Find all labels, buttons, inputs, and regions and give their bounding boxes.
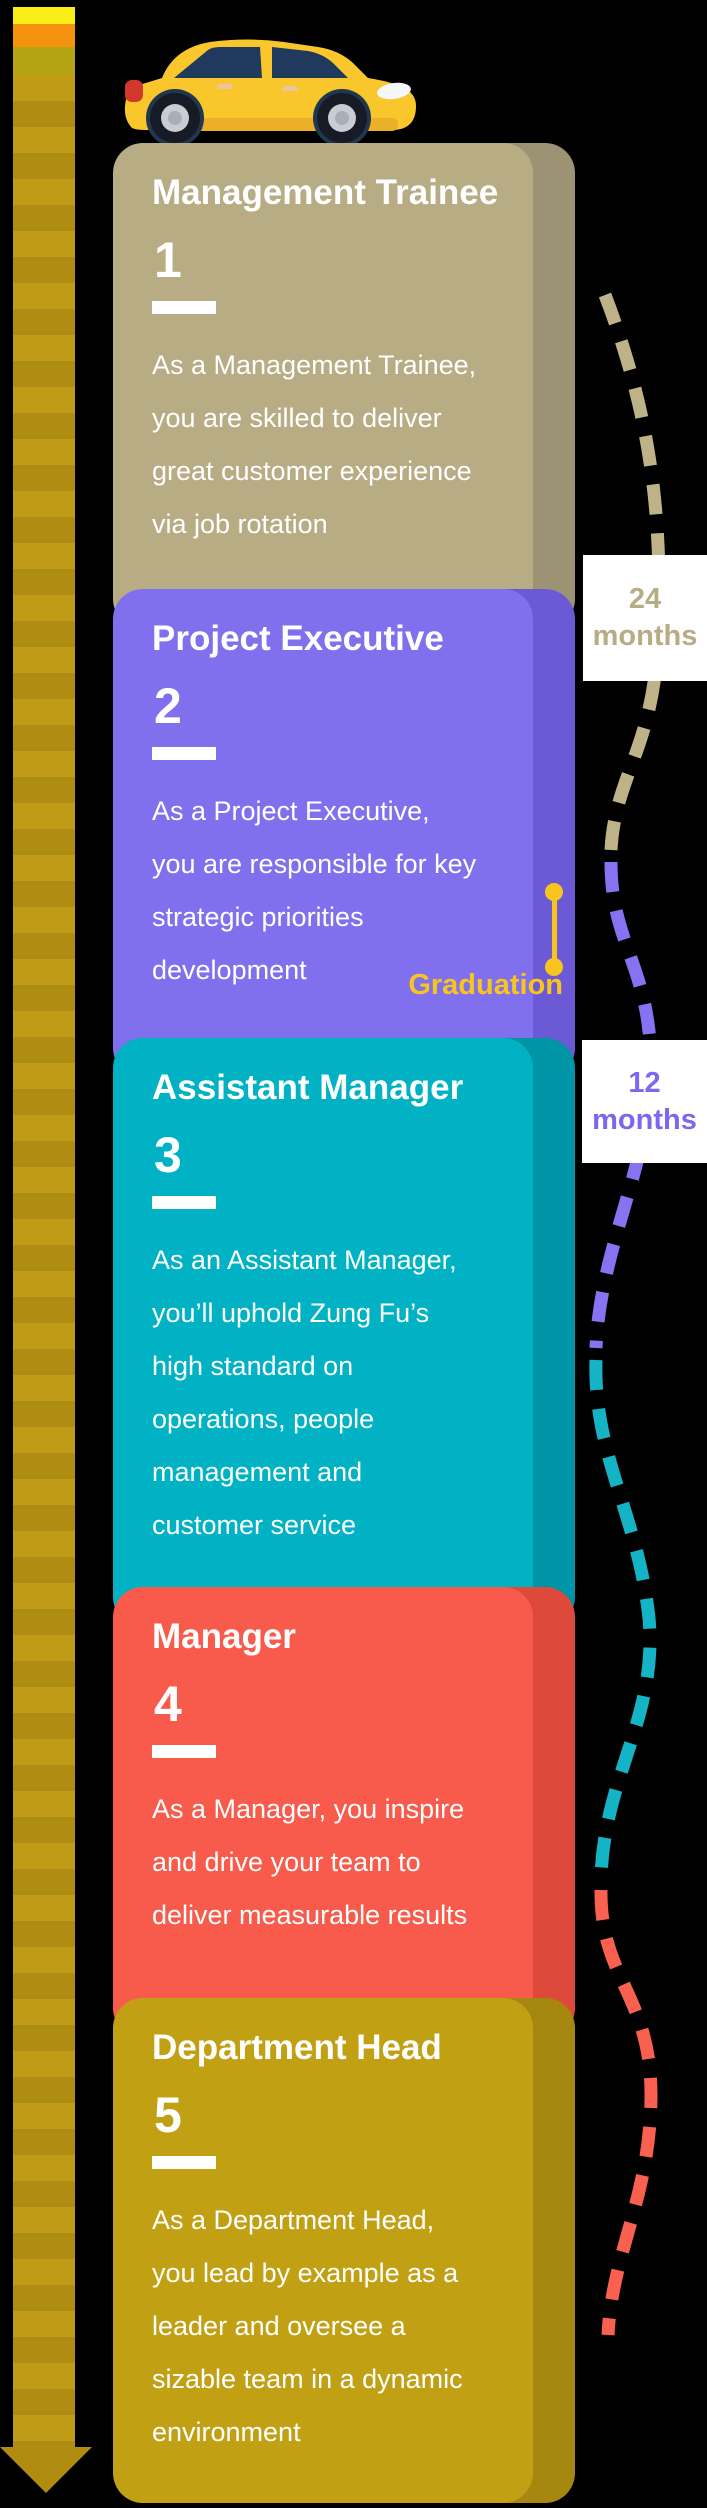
stage-number: 5 (154, 2087, 182, 2143)
duration-badge-24-months: 24 months (583, 555, 707, 681)
stage-title: Manager (152, 1617, 296, 1656)
car-front-hub-center (335, 111, 349, 125)
desc-line: you lead by example as a (152, 2258, 459, 2288)
desc-line: environment (152, 2417, 301, 2447)
stage-underline (152, 1196, 216, 1209)
duration-unit: months (592, 1103, 697, 1136)
stage-title: Project Executive (152, 619, 444, 658)
desc-line: As a Manager, you inspire (152, 1794, 465, 1824)
stage-title: Assistant Manager (152, 1068, 464, 1107)
stage-card-face (113, 143, 533, 629)
car-icon (124, 39, 416, 147)
desc-line: As a Project Executive, (152, 796, 430, 826)
car-rear-window (174, 47, 262, 78)
stage-card-department-head: Department Head 5 As a Department Head, … (113, 1998, 575, 2503)
stage-card-face (113, 1587, 533, 2038)
desc-line: As a Department Head, (152, 2205, 435, 2235)
dash-segment-tan (598, 292, 666, 851)
car-door-handle-front (282, 86, 298, 91)
car-headlight (377, 82, 411, 100)
desc-line: operations, people (152, 1404, 375, 1434)
stage-card-face (113, 1998, 533, 2503)
desc-line: development (152, 955, 307, 985)
stage-card-assistant-manager: Assistant Manager 3 As an Assistant Mana… (113, 1038, 575, 1627)
desc-line: As an Assistant Manager, (152, 1245, 457, 1275)
stage-number: 3 (154, 1127, 182, 1183)
car-front-window (272, 47, 348, 78)
graduation-label: Graduation (408, 969, 563, 1001)
down-arrowhead-icon (0, 2447, 92, 2493)
duration-value: 24 (628, 583, 662, 615)
stage-card-project-executive: Project Executive 2 As a Project Executi… (113, 589, 575, 1078)
stage-description: As a Project Executive, you are responsi… (152, 785, 476, 997)
desc-line: strategic priorities (152, 902, 364, 932)
stage-underline (152, 301, 216, 314)
desc-line: high standard on (152, 1351, 354, 1381)
car-door-handle-rear (217, 84, 233, 89)
dash-segment-teal (589, 1359, 657, 1879)
desc-line: you’ll uphold Zung Fu’s (152, 1298, 430, 1328)
desc-line: leader and oversee a (152, 2311, 406, 2341)
stage-number: 4 (154, 1676, 182, 1732)
progress-arrow-bar-top (13, 7, 75, 75)
desc-line: sizable team in a dynamic (152, 2364, 463, 2394)
progress-arrow-bar (13, 7, 75, 2447)
stage-card-manager: Manager 4 As a Manager, you inspire and … (113, 1587, 575, 2038)
stage-number: 2 (154, 678, 182, 734)
desc-line: As a Management Trainee, (152, 350, 477, 380)
graduation-dot-top (545, 883, 563, 901)
car-taillight (125, 80, 143, 102)
graduation-dot-bottom (545, 958, 563, 976)
desc-line: via job rotation (152, 509, 328, 539)
duration-badge-12-months: 12 months (582, 1040, 707, 1163)
duration-value: 12 (628, 1066, 661, 1099)
desc-line: you are skilled to deliver (152, 403, 442, 433)
graduation-connector-line (552, 892, 557, 967)
duration-unit: months (592, 620, 698, 652)
duration-badge-text: 24 months (583, 581, 707, 655)
desc-line: deliver measurable results (152, 1900, 468, 1930)
stage-number: 1 (154, 232, 182, 288)
stage-underline (152, 747, 216, 760)
stage-description: As an Assistant Manager, you’ll uphold Z… (152, 1234, 457, 1552)
stage-description: As a Manager, you inspire and drive your… (152, 1783, 467, 1942)
stage-card-face (113, 589, 533, 1078)
car-rear-hub-center (168, 111, 182, 125)
dash-segment-red (594, 1889, 658, 2336)
stage-underline (152, 2156, 216, 2169)
stage-description: As a Department Head, you lead by exampl… (152, 2194, 463, 2459)
progress-arrow-bar-bands (13, 75, 75, 2447)
stage-card-face (113, 1038, 533, 1627)
stage-title: Department Head (152, 2028, 442, 2067)
stage-card-management-trainee: Management Trainee 1 As a Management Tra… (113, 143, 575, 629)
desc-line: customer service (152, 1510, 357, 1540)
duration-badge-text: 12 months (582, 1065, 707, 1139)
stage-underline (152, 1745, 216, 1758)
desc-line: management and (152, 1457, 363, 1487)
desc-line: and drive your team to (152, 1847, 421, 1877)
desc-line: you are responsible for key (152, 849, 477, 879)
stage-description: As a Management Trainee, you are skilled… (152, 339, 476, 551)
stage-title: Management Trainee (152, 173, 499, 212)
desc-line: great customer experience (152, 456, 472, 486)
